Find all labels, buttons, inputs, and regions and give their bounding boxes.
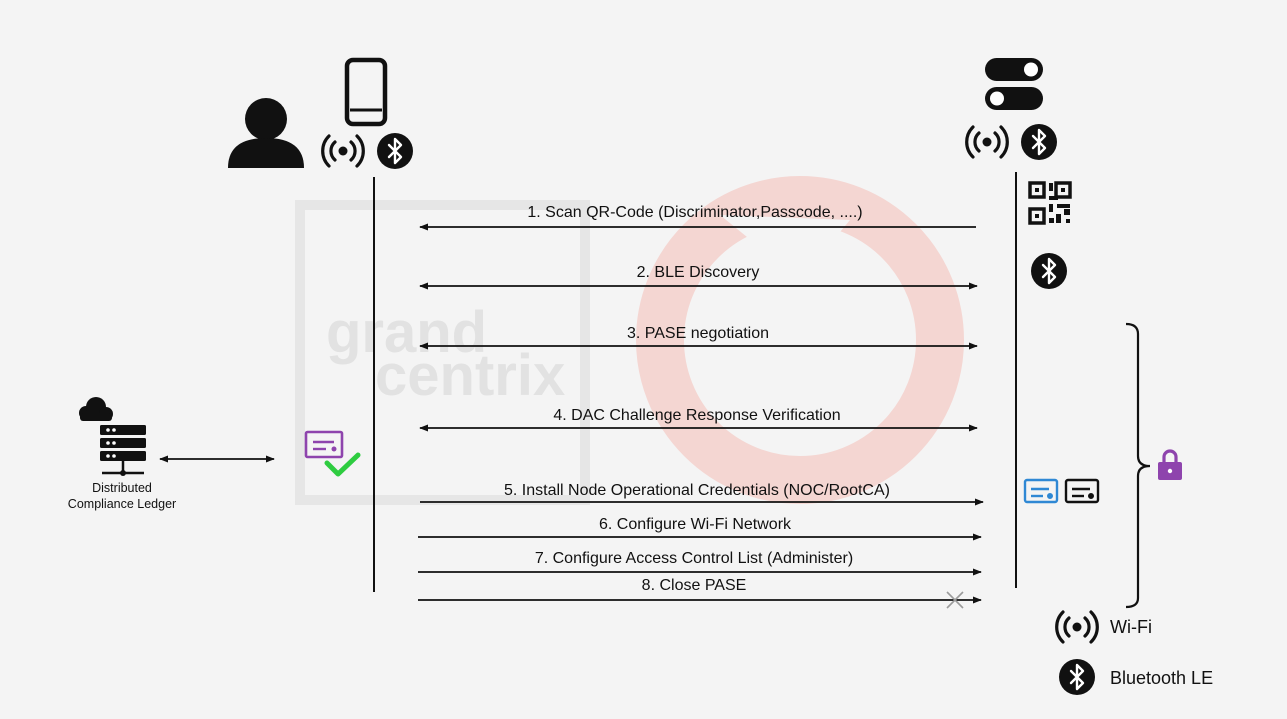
step-label-6: 6. Configure Wi-Fi Network xyxy=(599,516,792,533)
step-arrow-1: 1. Scan QR-Code (Discriminator,Passcode,… xyxy=(419,204,976,231)
step-arrow-6: 6. Configure Wi-Fi Network xyxy=(418,516,982,541)
step-label-1: 1. Scan QR-Code (Discriminator,Passcode,… xyxy=(527,204,862,221)
legend-bluetooth-label: Bluetooth LE xyxy=(1110,668,1213,688)
wifi-icon-phone xyxy=(321,134,365,168)
close-x-icon xyxy=(946,591,964,609)
step-arrow-4: 4. DAC Challenge Response Verification xyxy=(419,407,978,432)
watermark-line1: grand xyxy=(326,300,487,365)
step-label-5: 5. Install Node Operational Credentials … xyxy=(504,482,890,499)
wifi-icon-device xyxy=(965,125,1009,159)
user-icon xyxy=(228,98,304,168)
bluetooth-icon-device xyxy=(1019,122,1059,162)
watermark-line2: centrix xyxy=(375,343,565,408)
step-arrow-2: 2. BLE Discovery xyxy=(419,264,978,290)
step-arrow-3: 3. PASE negotiation xyxy=(419,325,978,350)
watermark: grand centrix xyxy=(295,176,964,505)
step-label-3: 3. PASE negotiation xyxy=(627,325,769,342)
step-arrow-8: 8. Close PASE xyxy=(418,577,982,604)
watermark-ring-notch xyxy=(720,215,850,280)
step-label-4: 4. DAC Challenge Response Verification xyxy=(553,407,840,424)
cloud-server-icon xyxy=(79,397,146,476)
watermark-ring xyxy=(636,176,964,504)
ledger-label-line2: Compliance Ledger xyxy=(68,497,176,511)
credential-card-icon-noc xyxy=(1023,478,1059,504)
step-arrow-5: 5. Install Node Operational Credentials … xyxy=(420,482,984,506)
legend-wifi-icon xyxy=(1055,610,1099,644)
checkmark-icon xyxy=(324,452,361,477)
step-label-8: 8. Close PASE xyxy=(642,577,747,594)
bluetooth-icon-phone xyxy=(375,131,415,171)
certificate-icon xyxy=(304,430,344,459)
qr-code-icon xyxy=(1028,181,1072,225)
toggle-switch-icon xyxy=(985,58,1043,110)
lock-icon xyxy=(1158,449,1182,480)
bluetooth-icon-ble-step xyxy=(1029,251,1069,291)
step-label-2: 2. BLE Discovery xyxy=(637,264,760,281)
step-arrow-7: 7. Configure Access Control List (Admini… xyxy=(418,550,982,576)
watermark-frame xyxy=(295,200,590,505)
legend-bluetooth-icon xyxy=(1057,657,1097,697)
step-label-7: 7. Configure Access Control List (Admini… xyxy=(535,550,853,567)
smartphone-icon xyxy=(344,57,388,127)
ledger-label-line1: Distributed xyxy=(92,481,152,495)
credential-card-icon-rootca xyxy=(1064,478,1100,504)
secure-session-bracket xyxy=(1125,322,1151,609)
legend-wifi-label: Wi-Fi xyxy=(1110,617,1152,637)
